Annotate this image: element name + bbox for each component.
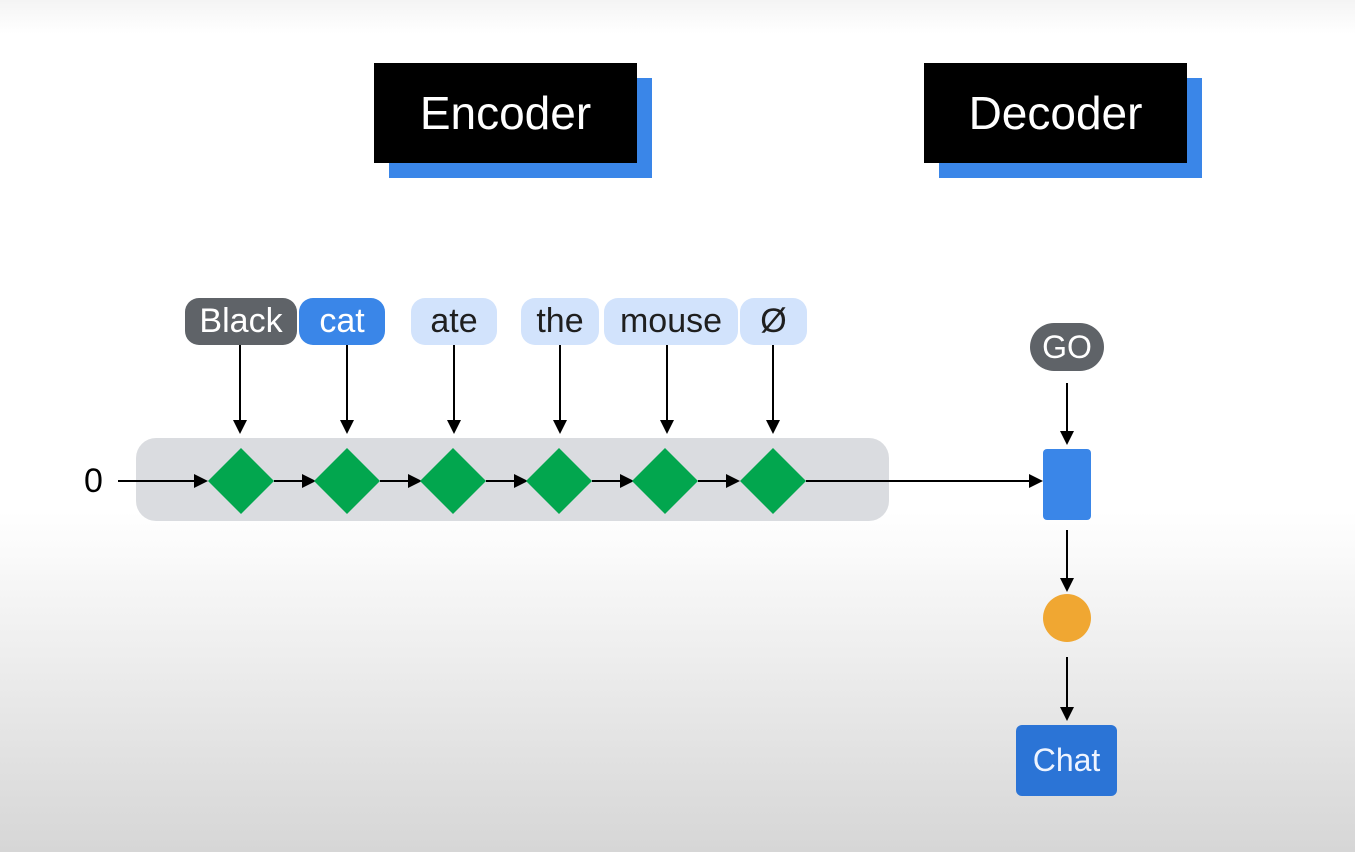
encoder-cell-3 <box>420 448 486 514</box>
decoder-output-node <box>1043 594 1091 642</box>
encoder-cell-5 <box>632 448 698 514</box>
decoder-title-label: Decoder <box>924 63 1187 163</box>
encoder-cell-1 <box>208 448 274 514</box>
encoder-cell-2 <box>314 448 380 514</box>
token-ate: ate <box>411 298 497 345</box>
token-black: Black <box>185 298 297 345</box>
encoder-title-label: Encoder <box>374 63 637 163</box>
encoder-cell-4 <box>526 448 592 514</box>
encoder-band <box>136 438 889 521</box>
encoder-cell-6 <box>740 448 806 514</box>
token-cat: cat <box>299 298 385 345</box>
token-end: Ø <box>740 298 807 345</box>
go-token: GO <box>1030 323 1104 371</box>
token-mouse: mouse <box>604 298 738 345</box>
decoder-title: Decoder <box>924 63 1202 178</box>
token-the: the <box>521 298 599 345</box>
decoder-cell <box>1043 449 1091 520</box>
output-token-chat: Chat <box>1016 725 1117 796</box>
encoder-title: Encoder <box>374 63 652 178</box>
initial-state-label: 0 <box>84 462 103 500</box>
